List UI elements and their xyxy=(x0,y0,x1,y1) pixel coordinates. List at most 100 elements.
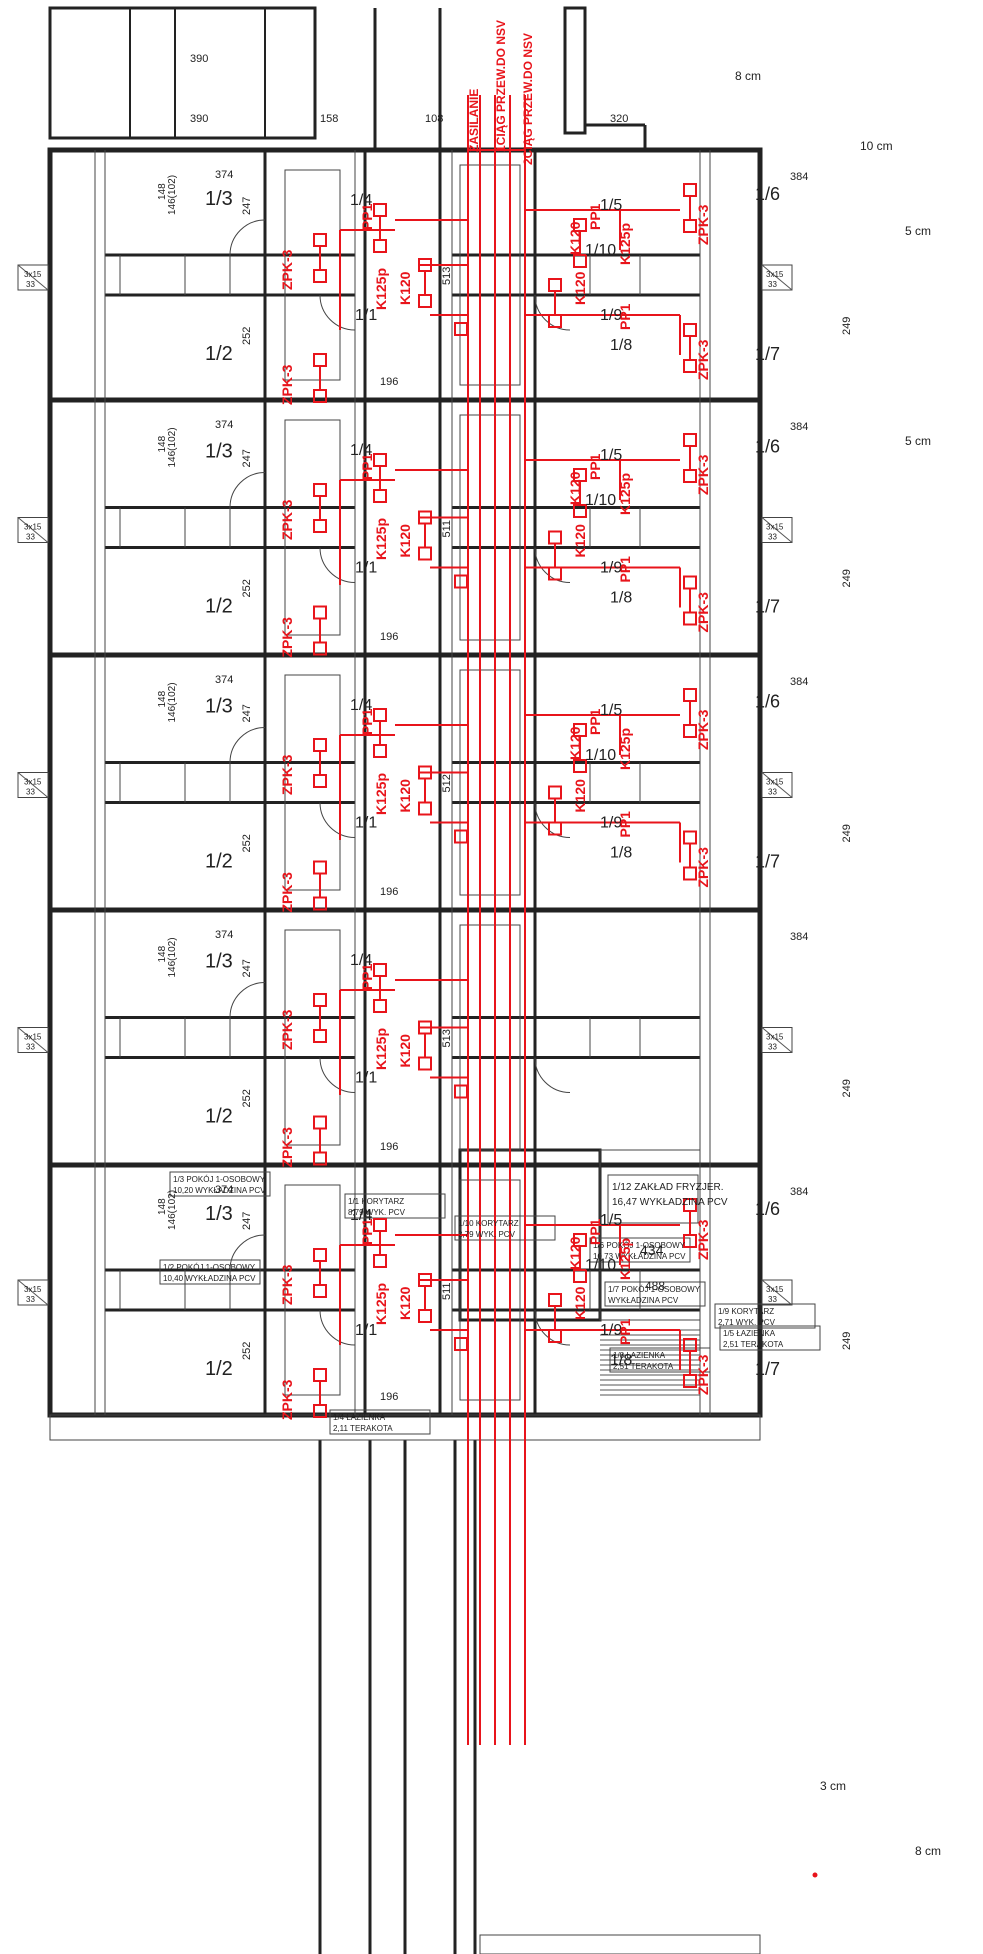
outlet-box xyxy=(373,239,387,253)
symbol-pp1-left: PP1 xyxy=(359,203,375,230)
outlet-box xyxy=(683,433,697,447)
salon-room xyxy=(599,1149,701,1321)
outlet-box xyxy=(683,575,697,590)
outlet-box xyxy=(313,774,327,788)
salon-tag-floor: 16,47 WYKŁADZINA PCV xyxy=(612,1197,728,1208)
symbol-k120-right: K120 xyxy=(567,221,583,255)
room-label-right-hall2: 1/9 xyxy=(600,815,622,832)
hand-note: 3 cm xyxy=(820,1779,846,1793)
dim-label: 196 xyxy=(380,1141,398,1153)
symbol-pp1-left: PP1 xyxy=(359,963,375,990)
outlet-box xyxy=(313,1115,327,1130)
room-label-hall: 1/1 xyxy=(355,307,377,324)
outlet-box xyxy=(683,323,697,337)
outlet-box xyxy=(313,605,327,620)
dim-label: 511 xyxy=(441,1282,453,1300)
symbol-k125p-right: K125p xyxy=(617,473,633,515)
symbol-k120-right2: K120 xyxy=(572,271,588,305)
dim-label: 146(102) xyxy=(167,175,178,215)
dim-label: 196 xyxy=(380,1391,398,1403)
balcony-label-left: 3x15 xyxy=(24,778,42,787)
room-label-hall: 1/1 xyxy=(355,560,377,577)
outlet-box xyxy=(313,1284,327,1298)
room-tag-box xyxy=(604,1281,706,1307)
room-label-hall: 1/1 xyxy=(355,815,377,832)
annex-dim: 108 xyxy=(425,113,443,125)
room-label-right-hall2: 1/9 xyxy=(600,1322,622,1339)
balcony-mark-left xyxy=(17,772,49,798)
header-label-supply: ZASILANIE xyxy=(467,89,481,152)
balcony-label-right: 3x15 xyxy=(766,778,784,787)
symbol-pp1-right2: PP1 xyxy=(617,1318,633,1345)
balcony-label-right: 33 xyxy=(768,280,777,289)
outlet-box xyxy=(313,860,327,875)
symbol-pp1-right: PP1 xyxy=(587,708,603,735)
door-swing xyxy=(319,802,356,838)
balcony-mark-left xyxy=(17,517,49,543)
symbol-zpk-left-top: ZPK-3 xyxy=(279,754,295,795)
room-label-right-hall: 1/10 xyxy=(585,747,616,764)
room-tag-title: 1/10 KORYTARZ xyxy=(458,1219,519,1228)
balcony-label-right: 33 xyxy=(768,533,777,542)
symbol-zpk-left-top: ZPK-3 xyxy=(279,1264,295,1305)
outlet-box xyxy=(373,963,387,977)
symbol-k120-left: K120 xyxy=(397,1286,413,1320)
outlet-box xyxy=(454,1084,468,1099)
hall-right xyxy=(459,669,521,896)
dim-label: 247 xyxy=(241,449,253,467)
outlet-box xyxy=(313,519,327,533)
symbol-zpk-left-bottom: ZPK-3 xyxy=(279,1379,295,1420)
room-tag-box xyxy=(169,1171,271,1197)
bottom-structure xyxy=(479,1934,761,1954)
room-label-right-bath2: 1/8 xyxy=(610,337,632,354)
symbol-zpk-left-bottom: ZPK-3 xyxy=(279,1127,295,1168)
room-label-right-bath: 1/5 xyxy=(600,447,622,464)
room-tag-box xyxy=(609,1347,711,1373)
header-label-riser-1: 1CIĄG PRZEW.DO NSV xyxy=(494,20,508,152)
room-tag-floor: 2,51 TERAKOTA xyxy=(723,1340,784,1349)
outlet-box xyxy=(313,269,327,283)
room-tag-floor: 10,73 WYKŁADZINA PCV xyxy=(593,1252,686,1261)
outlet-box xyxy=(373,203,387,217)
hand-note: 8 cm xyxy=(915,1844,941,1858)
balcony-label-left: 33 xyxy=(26,788,35,797)
room-label-hall: 1/1 xyxy=(355,1070,377,1087)
room-label-left-top: 1/3 xyxy=(205,696,233,718)
dim-label: 196 xyxy=(380,886,398,898)
door-swing xyxy=(534,547,571,583)
room-label-right-top: 1/6 xyxy=(755,184,780,204)
outlet-box xyxy=(548,785,562,800)
room-label-right-top: 1/6 xyxy=(755,692,780,712)
room-label-right-bottom: 1/7 xyxy=(755,344,780,364)
outlet-box xyxy=(683,830,697,845)
symbol-k125p-left: K125p xyxy=(373,268,389,310)
symbol-k125p-left: K125p xyxy=(373,1283,389,1325)
room-label-bath: 1/4 xyxy=(350,697,372,714)
room-label-left-bottom: 1/2 xyxy=(205,1358,233,1380)
room-tag-box xyxy=(719,1325,821,1351)
annex-dim: 320 xyxy=(610,113,628,125)
outlet-box xyxy=(313,1368,327,1382)
room-label-right-bath2: 1/8 xyxy=(610,1352,632,1369)
balcony-hatch xyxy=(17,264,49,291)
dim-label: 196 xyxy=(380,631,398,643)
room-label-right-hall: 1/10 xyxy=(585,492,616,509)
room-label-left-top: 1/3 xyxy=(205,441,233,463)
door-swing xyxy=(319,1309,356,1346)
symbol-zpk-right-top: ZPK-3 xyxy=(695,709,711,750)
symbol-pp1-right: PP1 xyxy=(587,1218,603,1245)
salon-tag-box xyxy=(607,1174,699,1224)
symbol-pp1-right2: PP1 xyxy=(617,303,633,330)
room-label-right-hall2: 1/9 xyxy=(600,307,622,324)
room-tag-floor: 2,79 WYK. PCV xyxy=(458,1230,516,1239)
dim-label: 512 xyxy=(441,774,453,792)
balcony-hatch xyxy=(761,517,793,543)
door-swing xyxy=(229,472,266,508)
dim-label: 513 xyxy=(441,267,453,285)
dim-label: 511 xyxy=(441,520,453,538)
balcony-mark-left xyxy=(17,264,49,291)
outlet-box xyxy=(313,483,327,497)
symbol-k125p-right: K125p xyxy=(617,223,633,265)
outlet-box xyxy=(683,183,697,197)
dim-label: 247 xyxy=(241,197,253,215)
